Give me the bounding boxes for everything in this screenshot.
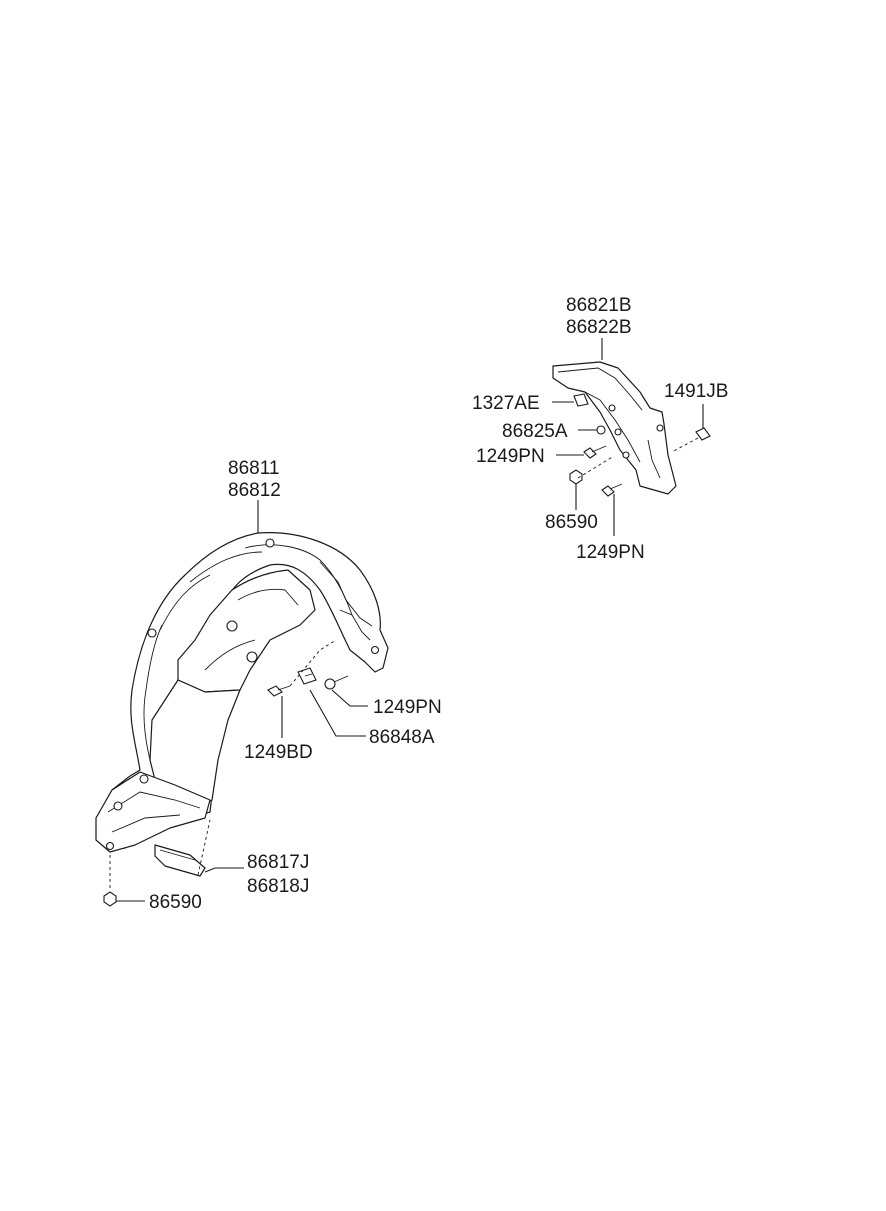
label-86818j: 86818J — [247, 876, 309, 897]
label-1491jb: 1491JB — [664, 381, 728, 402]
label-1327ae: 1327AE — [472, 393, 540, 414]
label-1249pn-front: 1249PN — [373, 697, 442, 718]
label-86811: 86811 — [228, 458, 279, 479]
callout-labels: 86811 86812 1249PN 86848A 1249BD 86817J … — [149, 295, 728, 913]
label-86812: 86812 — [228, 480, 281, 501]
label-86817j: 86817J — [247, 852, 309, 873]
label-86590-rear: 86590 — [545, 512, 598, 533]
label-86848a: 86848A — [369, 727, 435, 748]
front-wheel-guard — [95, 532, 389, 853]
label-1249bd: 1249BD — [244, 742, 313, 763]
label-86590-front: 86590 — [149, 892, 202, 913]
label-86822b: 86822B — [566, 317, 632, 338]
rear-hardware — [569, 393, 711, 497]
label-1249pn-rear-2: 1249PN — [576, 542, 645, 563]
label-1249pn-rear-1: 1249PN — [476, 446, 545, 467]
front-hardware — [103, 639, 349, 907]
mud-guard — [154, 844, 206, 877]
label-86821b: 86821B — [566, 295, 632, 316]
rear-wheel-guard — [552, 361, 677, 495]
leader-lines — [116, 338, 704, 902]
label-86825a: 86825A — [502, 421, 568, 442]
